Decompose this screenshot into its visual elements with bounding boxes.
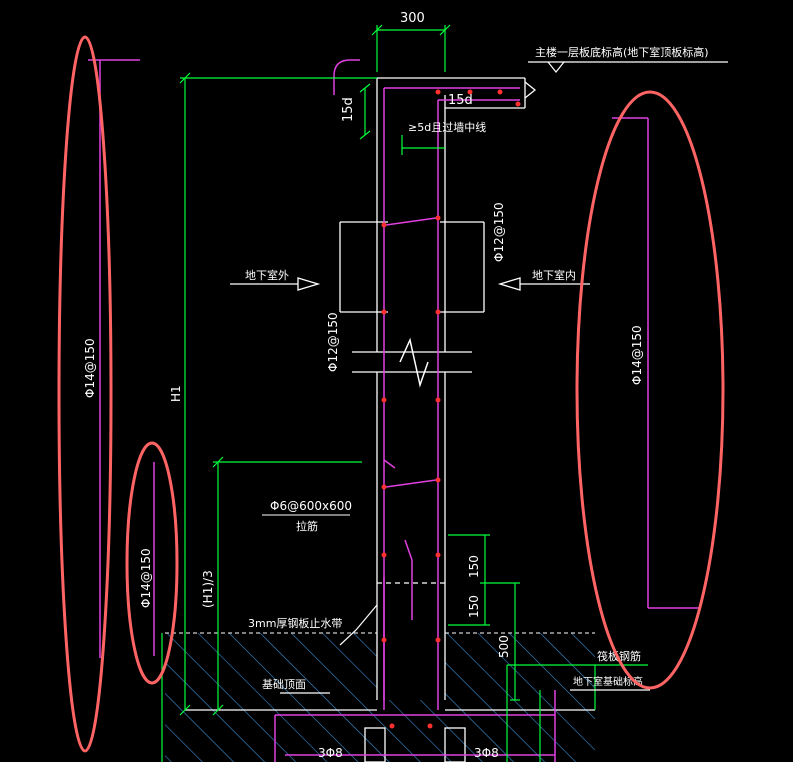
markup-ellipse-left-inner [125,441,179,685]
dim-500: 500 [497,635,511,658]
foundation-rebar-label: 筏板钢筋 [597,649,641,663]
level-note: 主楼一层板底标高(地下室顶板标高) [535,45,709,59]
label-inside: 地下室内 [532,268,576,282]
rebar-center-left: Φ12@150 [326,312,340,372]
bottom-bars-left: 3Φ8 [318,746,343,760]
markup-ellipse-right [575,90,725,690]
rebar-left-inner: Φ14@150 [139,548,153,608]
dim-15d-vertical: 15d [341,97,356,122]
basement-top-level-label: 地下室基础标高 [573,675,643,688]
dimension-lines [161,24,648,762]
wall-outline [185,77,595,762]
label-outside: 地下室外 [245,268,289,282]
dim-15d-horizontal: 15d [448,93,473,108]
dim-150-lower: 150 [467,595,481,618]
bottom-bars-right: 3Φ8 [474,746,499,760]
markup-ellipses [57,35,725,753]
dim-H1: H1 [169,385,183,402]
rebar-right-outer: Φ14@150 [630,325,644,385]
foundation-top-label: 基础顶面 [262,678,306,691]
rebar-left-outer: Φ14@150 [83,338,97,398]
level-markers [280,61,728,694]
waterstop-label: 3mm厚钢板止水带 [248,616,342,630]
tie-name: 拉筋 [296,519,318,533]
rebar-center-right: Φ12@150 [492,202,506,262]
dim-H1-3: (H1)/3 [201,570,215,608]
tie-spec: Φ6@600x600 [270,499,352,513]
dim-5d-note: ≥5d且过墙中线 [408,120,486,134]
dim-150-upper: 150 [467,555,481,578]
rebar-dots [381,89,521,729]
direction-arrows [230,277,590,291]
markup-ellipse-left [57,35,113,753]
foundation-slab [165,632,595,762]
dim-300: 300 [400,11,425,26]
